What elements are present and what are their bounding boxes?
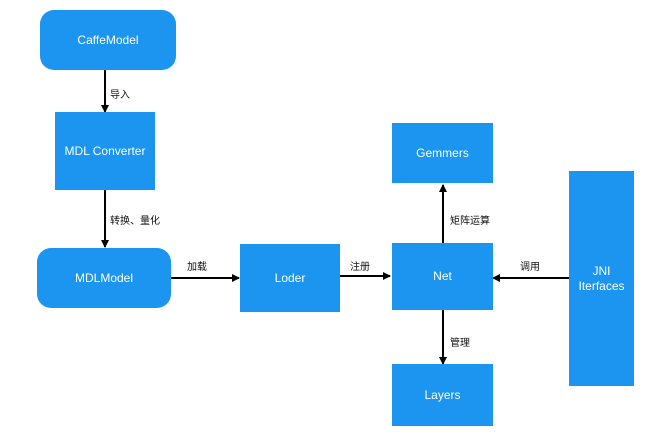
edge-label-manage: 管理 (450, 338, 470, 349)
jni-label-line2: Iterfaces (578, 278, 625, 293)
layers-node: Layers (392, 364, 493, 426)
edge-label-register: 注册 (350, 262, 370, 273)
mdl-converter-node: MDL Converter (55, 112, 155, 190)
loder-label: Loder (274, 270, 306, 285)
edge-label-matrix-ops: 矩阵运算 (450, 216, 490, 227)
mdl-converter-label: MDL Converter (64, 143, 146, 158)
caffe-model-node: CaffeModel (40, 10, 176, 70)
gemmers-label: Gemmers (416, 145, 469, 160)
edge-label-load: 加载 (187, 262, 207, 273)
jni-label-line1: JNI (592, 263, 611, 278)
loder-node: Loder (240, 244, 340, 312)
net-node: Net (392, 243, 493, 310)
mdl-model-node: MDLModel (37, 248, 171, 308)
edge-label-import: 导入 (110, 90, 130, 101)
edge-label-invoke: 调用 (520, 262, 540, 273)
edge-label-convert-quantize: 转换、量化 (110, 216, 160, 227)
caffe-model-label: CaffeModel (77, 32, 139, 47)
net-label: Net (433, 269, 452, 283)
gemmers-node: Gemmers (392, 123, 493, 183)
jni-interfaces-node: JNI Iterfaces (569, 171, 634, 386)
mdl-model-label: MDLModel (74, 270, 134, 285)
layers-label: Layers (424, 387, 461, 402)
